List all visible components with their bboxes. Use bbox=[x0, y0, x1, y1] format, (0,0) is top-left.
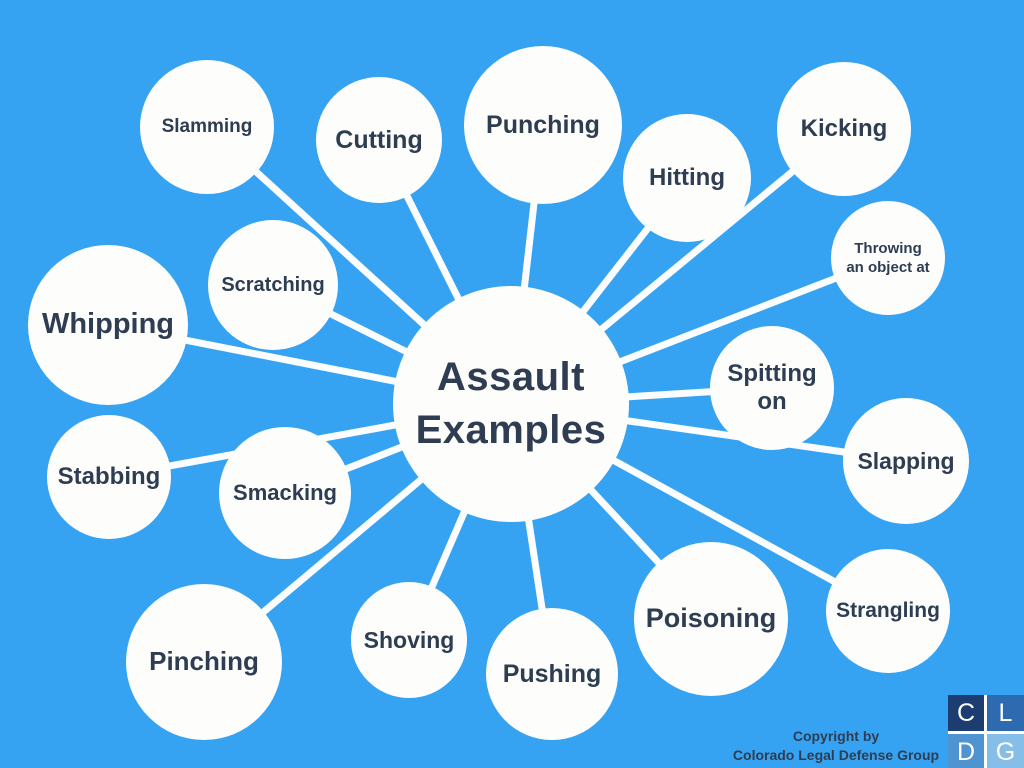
node-shoving: Shoving bbox=[351, 582, 467, 698]
node-label: Slapping bbox=[857, 447, 955, 474]
node-punching: Punching bbox=[464, 46, 622, 204]
node-kicking: Kicking bbox=[777, 62, 911, 196]
copyright-line1: Copyright by bbox=[792, 728, 880, 744]
cldg-logo: C L D G bbox=[948, 695, 1024, 768]
node-cutting: Cutting bbox=[316, 77, 442, 203]
node-label: Pushing bbox=[502, 659, 602, 688]
logo-letter-g: G bbox=[987, 734, 1024, 768]
node-scratching: Scratching bbox=[208, 220, 338, 350]
node-label: Pinching bbox=[149, 646, 259, 677]
copyright-line2: Colorado Legal Defense Group bbox=[732, 747, 940, 764]
node-label: Cutting bbox=[335, 125, 423, 154]
node-smacking: Smacking bbox=[219, 427, 351, 559]
logo-letter-d: D bbox=[948, 734, 984, 768]
node-hitting: Hitting bbox=[623, 114, 751, 242]
node-label: Hitting bbox=[649, 164, 725, 192]
node-stabbing: Stabbing bbox=[47, 415, 171, 539]
node-whipping: Whipping bbox=[28, 245, 188, 405]
node-label: Slamming bbox=[161, 116, 253, 138]
node-label: Throwing an object at bbox=[846, 239, 930, 277]
node-pushing: Pushing bbox=[486, 608, 618, 740]
center-node-assault-examples: Assault Examples bbox=[393, 286, 629, 522]
node-label: Scratching bbox=[221, 273, 325, 296]
node-spitting-on: Spitting on bbox=[710, 326, 834, 450]
node-label: Kicking bbox=[800, 115, 888, 143]
logo-letter-c: C bbox=[948, 695, 984, 731]
node-label: Punching bbox=[486, 110, 600, 139]
node-slapping: Slapping bbox=[843, 398, 969, 524]
center-node-label: Assault Examples bbox=[415, 355, 607, 452]
node-label: Stabbing bbox=[57, 463, 161, 491]
logo-letter-l: L bbox=[987, 695, 1024, 731]
node-label: Whipping bbox=[41, 308, 175, 341]
copyright-notice: Copyright by Colorado Legal Defense Grou… bbox=[698, 727, 974, 766]
node-slamming: Slamming bbox=[140, 60, 274, 194]
node-label: Smacking bbox=[233, 480, 337, 506]
node-strangling: Strangling bbox=[826, 549, 950, 673]
node-label: Poisoning bbox=[645, 603, 777, 634]
node-label: Shoving bbox=[363, 626, 455, 653]
node-poisoning: Poisoning bbox=[634, 542, 788, 696]
node-throwing-an-object-at: Throwing an object at bbox=[831, 201, 945, 315]
node-pinching: Pinching bbox=[126, 584, 282, 740]
node-label: Spitting on bbox=[727, 360, 817, 415]
node-label: Strangling bbox=[836, 598, 940, 622]
